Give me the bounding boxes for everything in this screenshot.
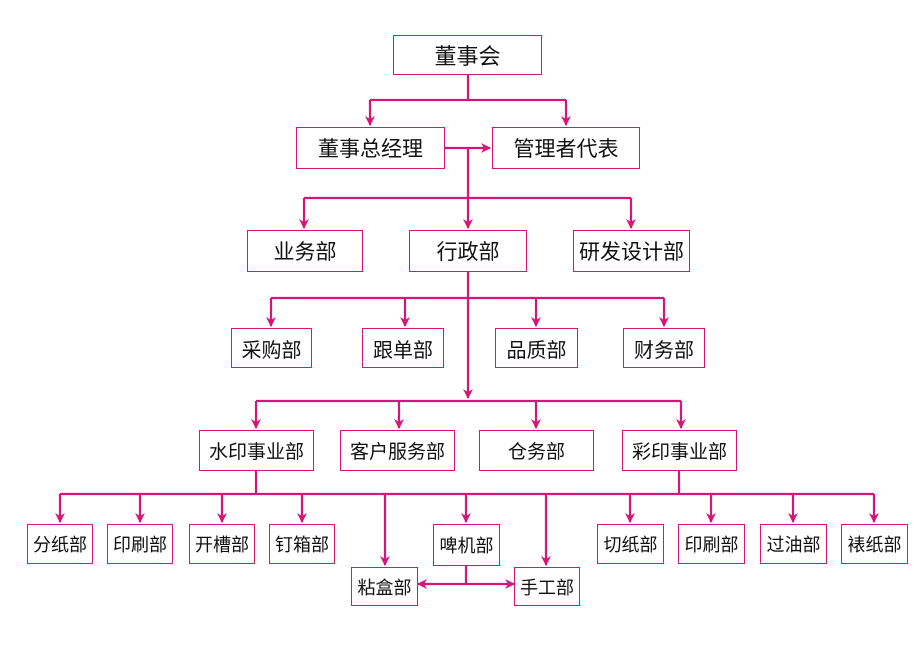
node-follow-up-dept: 跟单部: [362, 328, 444, 368]
node-finance-dept: 财务部: [623, 328, 705, 368]
node-business-dept: 业务部: [247, 230, 363, 272]
node-printing-dept-right: 印刷部: [678, 524, 745, 564]
node-warehouse-dept: 仓务部: [479, 430, 594, 471]
node-paper-cutting-dept: 切纸部: [597, 524, 664, 564]
node-customer-service-dept: 客户服务部: [340, 430, 455, 471]
node-box-nailing-dept: 钉箱部: [269, 524, 335, 564]
node-rnd-dept: 研发设计部: [573, 230, 690, 272]
node-quality-dept: 品质部: [495, 328, 578, 368]
node-box-gluing-dept: 粘盒部: [351, 567, 418, 606]
node-paper-splitting-dept: 分纸部: [27, 524, 93, 564]
node-general-manager: 董事总经理: [296, 127, 445, 169]
node-watermark-print-division: 水印事业部: [199, 430, 314, 471]
node-board: 董事会: [393, 35, 542, 75]
node-handwork-dept: 手工部: [514, 567, 580, 606]
node-admin-dept: 行政部: [409, 230, 527, 272]
node-printing-dept-left: 印刷部: [107, 524, 173, 564]
node-paper-mounting-dept: 裱纸部: [841, 524, 908, 564]
node-management-representative: 管理者代表: [492, 127, 640, 169]
node-purchase-dept: 采购部: [231, 328, 312, 368]
node-beer-machine-dept: 啤机部: [433, 524, 500, 566]
node-oiling-dept: 过油部: [760, 524, 827, 564]
node-slotting-dept: 开槽部: [189, 524, 255, 564]
node-color-print-division: 彩印事业部: [622, 430, 737, 471]
